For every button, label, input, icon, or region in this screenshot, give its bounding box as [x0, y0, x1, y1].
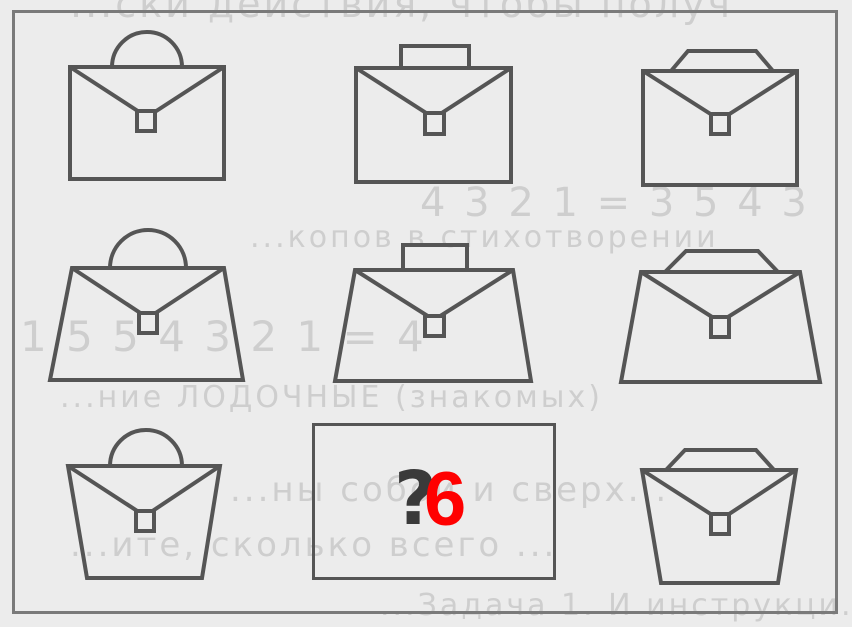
bag-r3-c1-icon	[68, 430, 220, 578]
bag-r1-c3-icon	[643, 51, 797, 185]
answer-number-overlay: 6	[424, 462, 466, 538]
bag-r3-c3-icon	[642, 450, 796, 583]
bag-r1-c1-icon	[70, 32, 224, 179]
bag-r2-c2-icon	[335, 245, 531, 381]
bag-r2-c1-icon	[50, 230, 243, 380]
bag-r1-c2-icon	[356, 46, 511, 182]
bag-r2-c3-icon	[621, 251, 820, 382]
